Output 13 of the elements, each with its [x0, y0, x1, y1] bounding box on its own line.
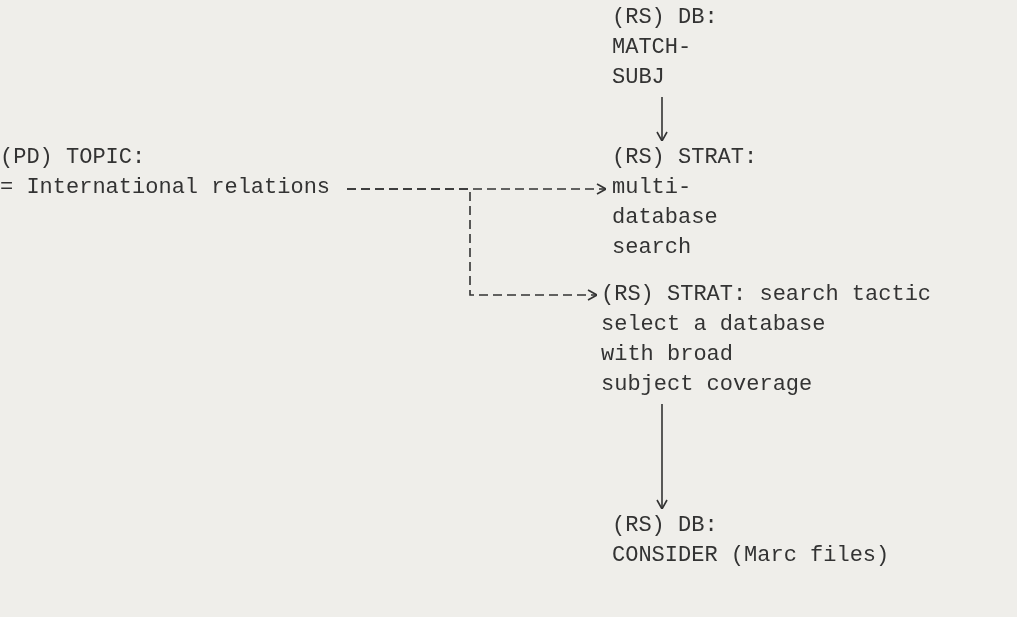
arrow [656, 96, 668, 142]
node-text: CONSIDER (Marc files) [612, 542, 891, 570]
node-heading: (RS) DB: [612, 512, 719, 540]
arrow [656, 403, 668, 510]
node-text: select a database with broad subject coverage [601, 311, 827, 399]
node-text: multi-database search [612, 174, 719, 262]
arrow [346, 188, 598, 301]
node-heading: (PD) TOPIC: [0, 144, 147, 172]
node-text: MATCH-SUBJ [612, 34, 693, 92]
node-heading: (RS) STRAT: [612, 144, 759, 172]
node-heading: (RS) STRAT: search tactic [601, 281, 933, 309]
node-text: = International relations [0, 174, 332, 202]
node-heading: (RS) DB: [612, 4, 719, 32]
